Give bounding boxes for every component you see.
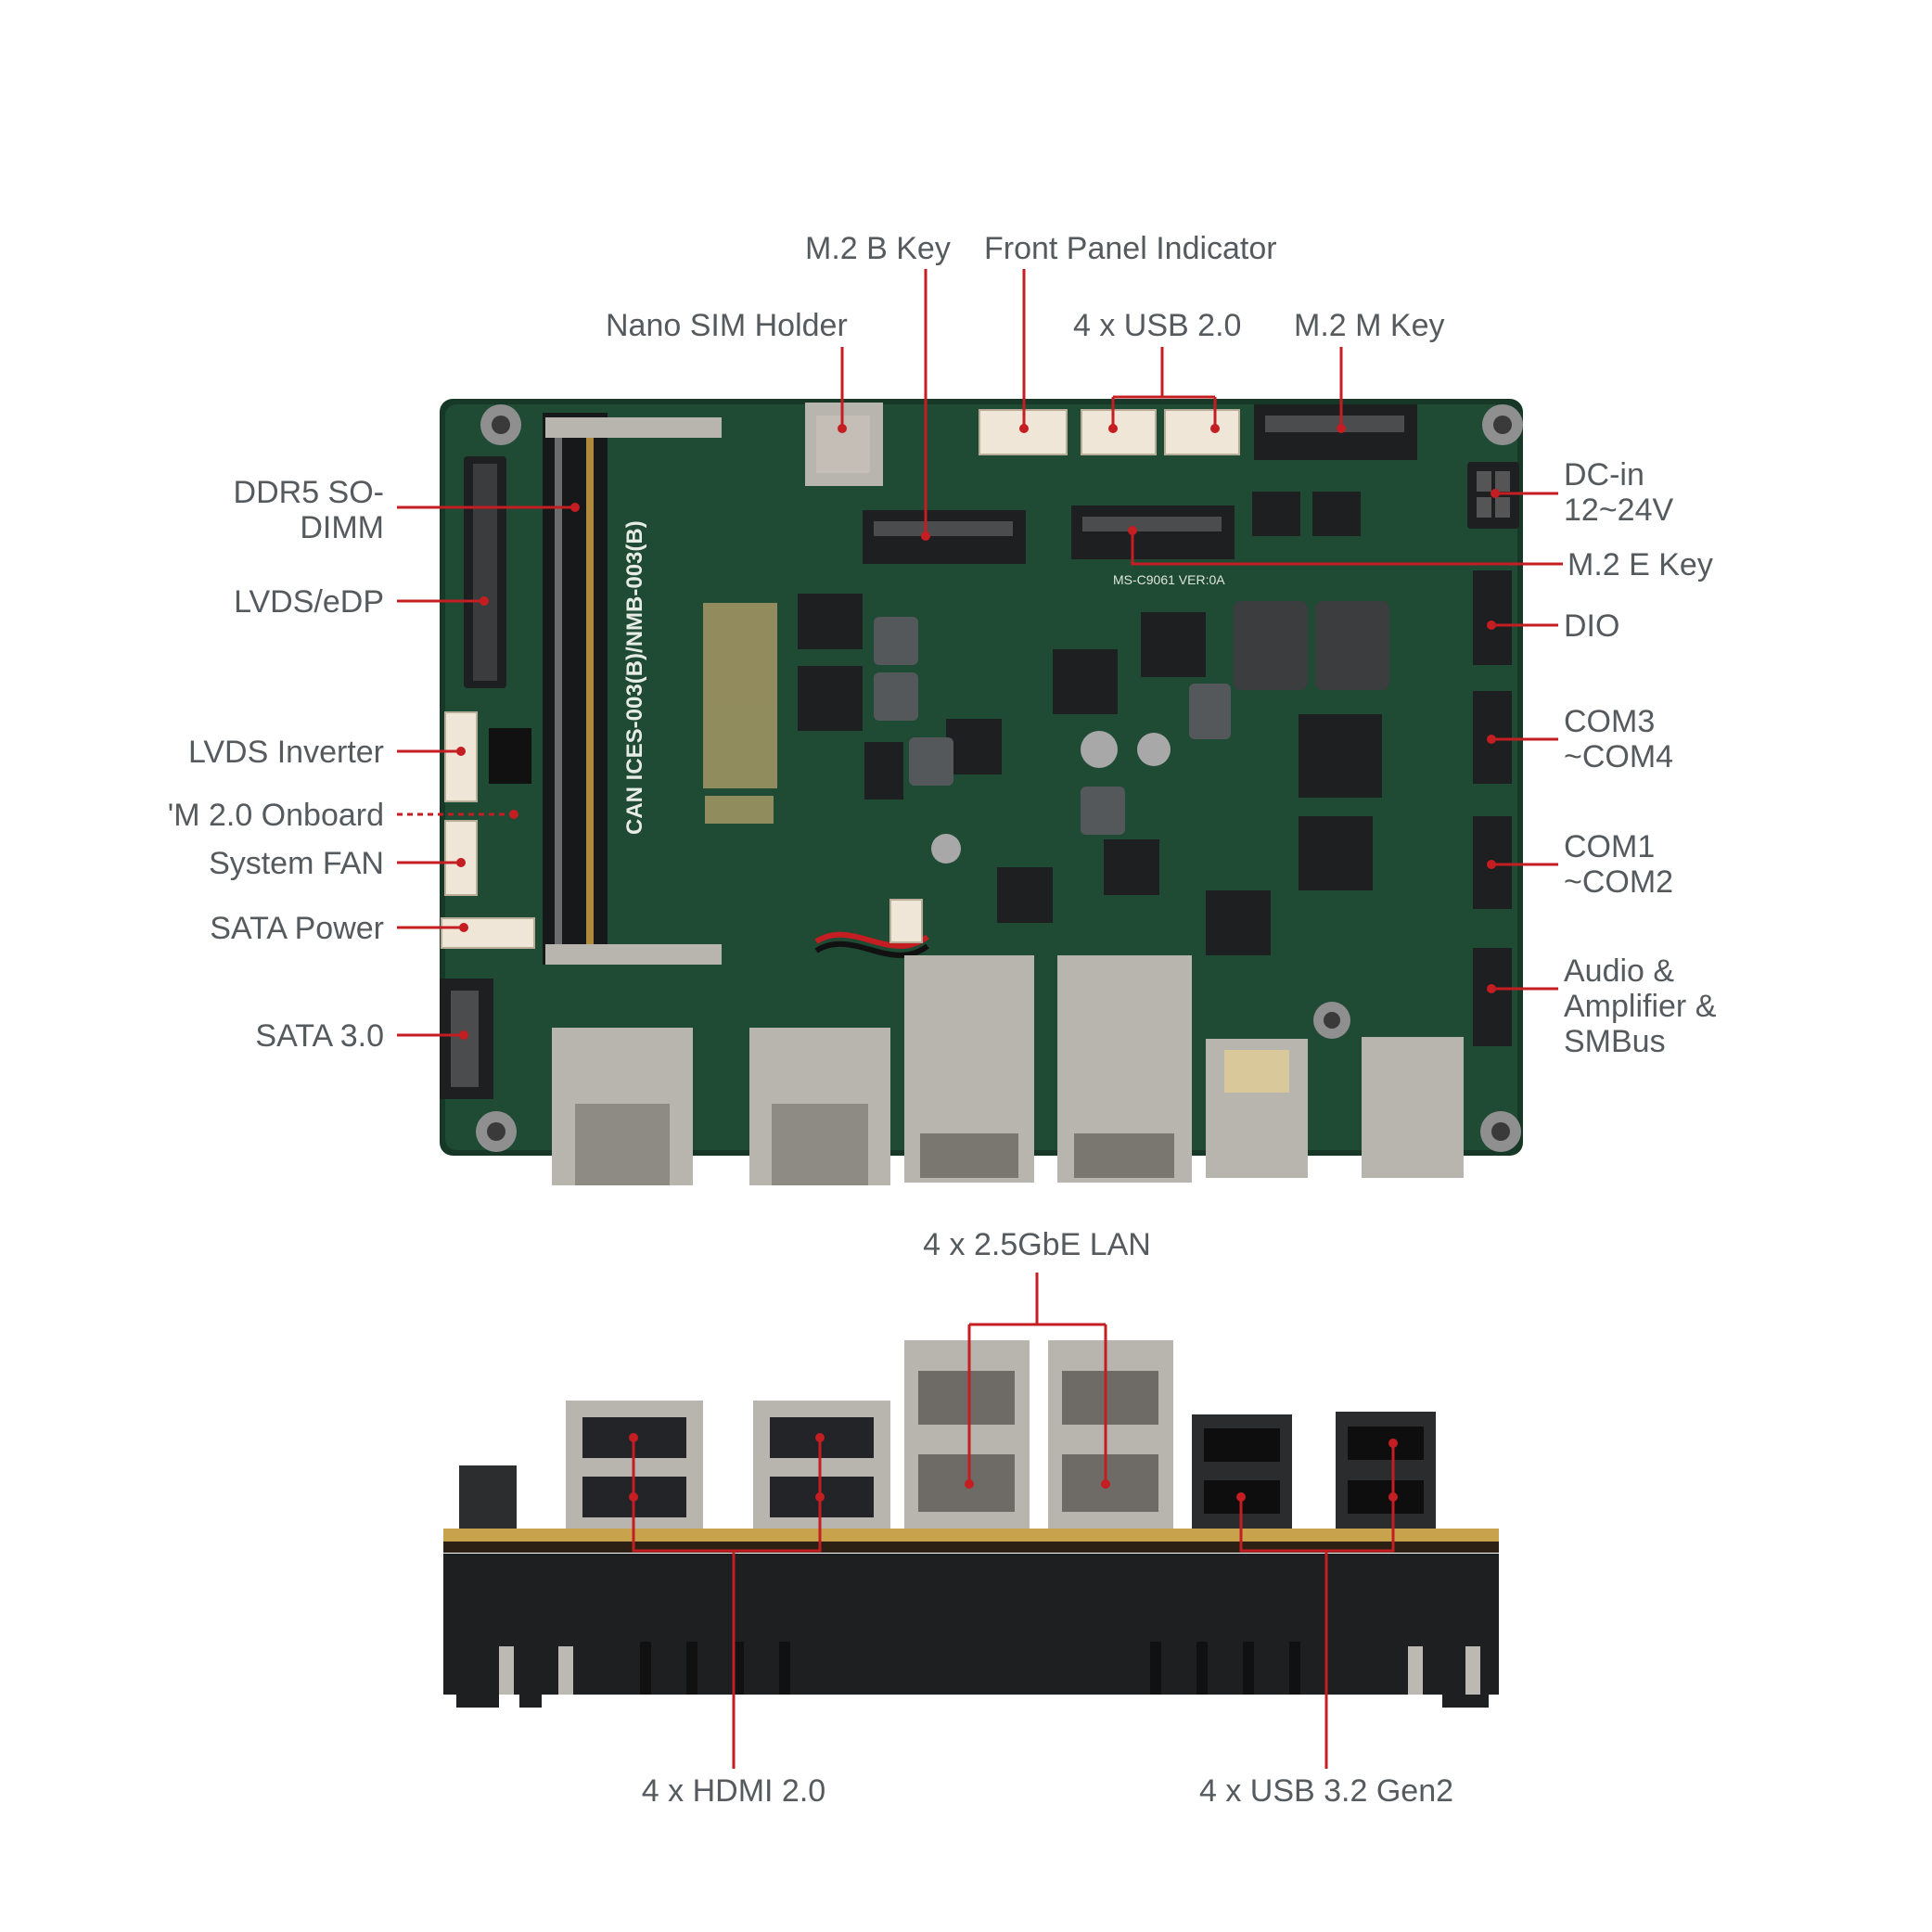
label-com1-line1: COM1 [1564,829,1655,864]
label-ddr5-line2: DIMM [300,510,384,545]
label-nano-sim-holder: Nano SIM Holder [606,308,848,343]
label-audio-line2: Amplifier & [1564,989,1717,1024]
board-compliance-text: CAN ICES-003(B)/NMB-003(B) [622,520,647,835]
label-front-panel-indicator: Front Panel Indicator [984,231,1277,266]
label-dc-in-line1: DC-in [1564,457,1644,493]
label-lan: 4 x 2.5GbE LAN [923,1227,1151,1262]
label-dio: DIO [1564,608,1619,644]
label-usb20: 4 x USB 2.0 [1073,308,1241,343]
front-io-photo [443,1340,1499,1708]
label-dc-in-line2: 12~24V [1564,493,1673,528]
label-audio-line1: Audio & [1564,953,1674,989]
label-tpm: 'M 2.0 Onboard [168,798,384,833]
label-m2-m-key: M.2 M Key [1294,308,1444,343]
label-sata30: SATA 3.0 [255,1018,384,1054]
label-lvds-inverter: LVDS Inverter [188,735,384,770]
label-com3-line2: ~COM4 [1564,739,1673,774]
label-hdmi: 4 x HDMI 2.0 [642,1773,825,1809]
label-sata-power: SATA Power [210,911,384,946]
top-board-photo: CAN ICES-003(B)/NMB-003(B) [440,399,1523,1185]
board-model-text: MS-C9061 VER:0A [1113,572,1225,587]
label-lvds-edp: LVDS/eDP [234,584,384,620]
label-com1-line2: ~COM2 [1564,864,1673,900]
label-com3-line1: COM3 [1564,704,1655,739]
label-m2-e-key: M.2 E Key [1567,547,1713,582]
label-system-fan: System FAN [209,846,384,881]
label-m2-b-key: M.2 B Key [805,231,951,266]
label-ddr5-line1: DDR5 SO- [234,475,384,510]
label-usb32: 4 x USB 3.2 Gen2 [1199,1773,1453,1809]
label-audio-line3: SMBus [1564,1024,1666,1059]
callout-lines [397,269,1563,1769]
